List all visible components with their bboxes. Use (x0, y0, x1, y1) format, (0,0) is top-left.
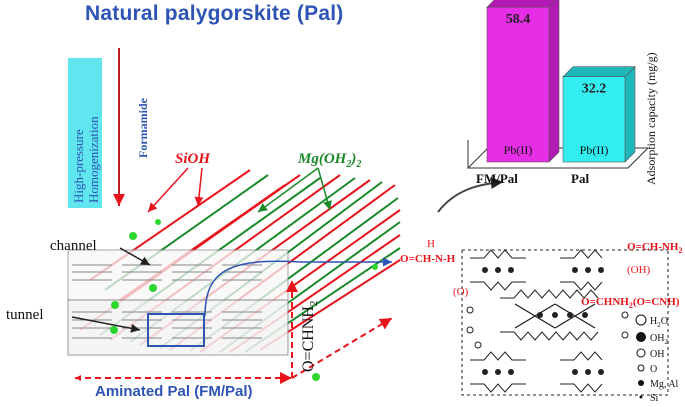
diagram-title: Natural palygorskite (Pal) (85, 2, 344, 25)
bar-pal: 32.2Pb(II) (562, 65, 636, 163)
process-box (68, 58, 102, 208)
mgoh-label: Mg(OH2)2 (297, 151, 361, 170)
category-fm-pal: FM/Pal (476, 171, 518, 186)
svg-text:H2O: H2O (650, 316, 668, 329)
bar-species-label: Pb(II) (580, 143, 609, 157)
adsorption-chart: 58.4Pb(II)32.2Pb(II) FM/Pal Pal Adsorpti… (466, 0, 658, 186)
amine-oh: (OH) (627, 264, 651, 276)
aminated-pal-label: Aminated Pal (FM/Pal) (95, 383, 253, 400)
process-label: High-pressure Homogenization (71, 116, 101, 203)
svg-text:OH2: OH2 (650, 333, 668, 346)
svg-text:Si: Si (650, 393, 659, 404)
process-line1: High-pressure (71, 129, 86, 203)
zoom-box (147, 313, 205, 347)
amine-o: (O) (453, 286, 469, 298)
crystal-structure: H O=CH-N-H (O) O=CH-NH2 (OH) O=CHNH2(O=C… (400, 238, 683, 404)
amine-right-top: O=CH-NH2 (627, 241, 683, 255)
chart-arrow (437, 176, 504, 213)
structure-block (67, 249, 289, 356)
structure-legend: H2O OH2 OH O Mg, Al Si (635, 314, 679, 404)
svg-text:OH: OH (650, 349, 664, 360)
category-pal: Pal (571, 171, 589, 186)
bar-value-label: 32.2 (582, 82, 607, 97)
green-dots (110, 219, 378, 381)
bar-fm-pal: 58.4Pb(II) (486, 0, 560, 163)
bar-species-label: Pb(II) (504, 143, 533, 157)
process-line2: Homogenization (86, 116, 101, 203)
svg-text:Mg, Al: Mg, Al (650, 379, 679, 390)
amine-left: O=CH-N-H (400, 253, 456, 265)
reagent-text: Formamide (136, 97, 150, 158)
chart-floor (466, 147, 650, 169)
bar-value-label: 58.4 (506, 12, 531, 27)
amine-right-mid: O=CHNH2(O=CNH) (581, 296, 680, 310)
amine-h: H (427, 238, 435, 250)
y-axis-label: Adsorption capacity (mg/g) (644, 52, 658, 185)
reagent-label: Formamide (136, 97, 150, 158)
zoom-arrow (204, 257, 392, 317)
channel-label: channel (50, 238, 97, 254)
svg-text:O: O (650, 364, 657, 375)
amide-label: O=CHNH2 (300, 301, 320, 372)
sioh-label: SiOH (175, 151, 211, 167)
tunnel-label: tunnel (6, 307, 44, 323)
